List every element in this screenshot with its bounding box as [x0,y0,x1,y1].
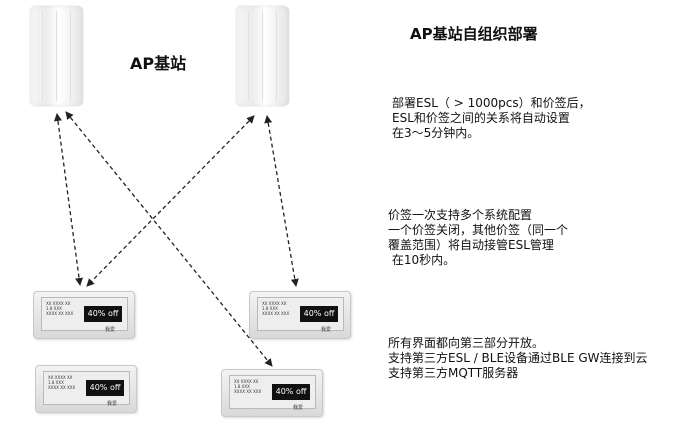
esl-promo: 40% off [300,306,338,322]
esl-line1: XX XXXX XX [262,301,287,306]
esl-line2: 1.8 XXX [234,384,250,389]
ap-base-station-right [236,6,289,106]
esl-line3: XXXX XX XXX [262,311,290,316]
esl-line3: XXXX XX XXX [48,385,76,390]
link-ap-left-to-esl-left [53,113,84,286]
esl-promo: 40% off [272,384,310,400]
link-ap-left-to-esl-bottom-right [65,111,273,367]
note-auto-setup: 部署ESL（ > 1000pcs）和价签后， ESL和价签之间的关系将自动设置 … [392,96,591,140]
ap-base-station-left [30,6,83,106]
link-ap-right-to-esl-left [86,115,255,287]
note-failover: 价签一次支持多个系统配置 一个价签关闭，其他价签（同一个 覆盖范围）将自动接管E… [388,208,569,267]
esl-brand: 我爱 [107,401,118,407]
esl-promo: 40% off [86,380,124,396]
esl-line3: XXXX XX XXX [46,311,74,316]
esl-brand: 我爱 [321,327,332,333]
esl-line3: XXXX XX XXX [234,389,262,394]
deployment-title: AP基站自组织部署 [410,25,538,43]
esl-line1: XX XXXX XX [46,301,71,306]
ap-label: AP基站 [130,54,187,73]
esl-line2: 1.8 XXX [46,306,62,311]
link-ap-right-to-esl-right [264,115,299,287]
esl-line2: 1.8 XXX [48,380,64,385]
esl-line1: XX XXXX XX [234,379,259,384]
note-third-party: 所有界面都向第三部分开放。 支持第三方ESL / BLE设备通过BLE GW连接… [388,336,648,380]
esl-line1: XX XXXX XX [48,375,73,380]
esl-brand: 我爱 [293,405,304,411]
